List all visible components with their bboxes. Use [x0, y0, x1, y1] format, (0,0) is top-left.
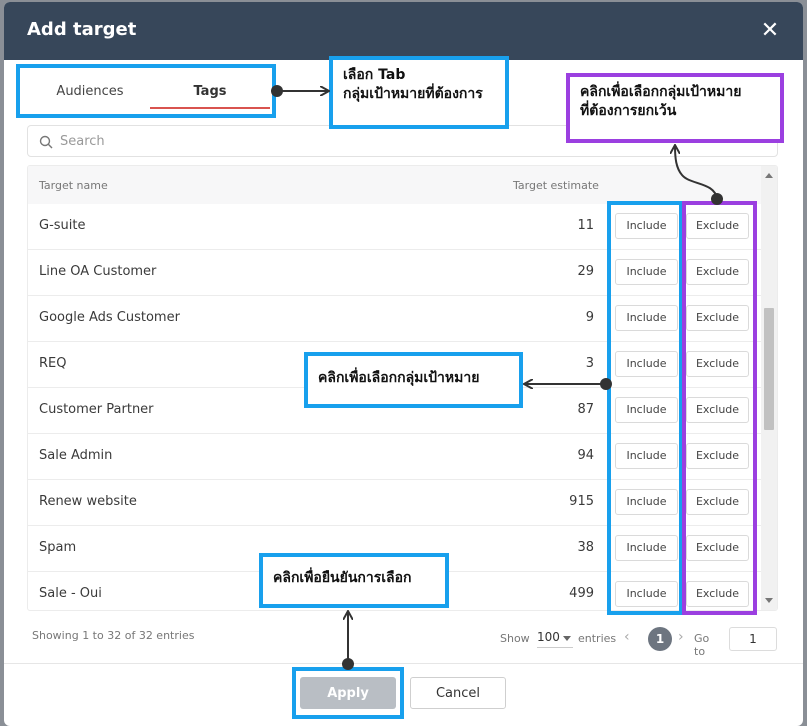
scrollbar-thumb[interactable] — [764, 308, 774, 430]
show-label: Show — [500, 632, 530, 645]
prev-page-icon[interactable]: ‹ — [624, 629, 630, 645]
table-row: Renew website 915 Include Exclude — [28, 480, 763, 526]
scroll-down-icon[interactable] — [765, 598, 773, 603]
close-icon[interactable]: ✕ — [760, 18, 780, 43]
target-name: Line OA Customer — [39, 264, 157, 279]
include-button[interactable]: Include — [615, 397, 678, 423]
footer-divider — [4, 663, 803, 664]
exclude-button[interactable]: Exclude — [686, 489, 749, 515]
table-header: Target name Target estimate — [28, 166, 763, 204]
include-button[interactable]: Include — [615, 489, 678, 515]
exclude-button[interactable]: Exclude — [686, 397, 749, 423]
exclude-button[interactable]: Exclude — [686, 305, 749, 331]
target-name: Sale - Oui — [39, 586, 102, 601]
table-row: G-suite 11 Include Exclude — [28, 204, 763, 250]
next-page-icon[interactable]: › — [678, 629, 684, 645]
column-target-name: Target name — [39, 179, 108, 192]
target-name: REQ — [39, 356, 67, 371]
chevron-down-icon — [563, 636, 571, 641]
table-row: Customer Partner 87 Include Exclude — [28, 388, 763, 434]
table-row: Line OA Customer 29 Include Exclude — [28, 250, 763, 296]
table-row: Sale - Oui 499 Include Exclude — [28, 572, 763, 610]
include-button[interactable]: Include — [615, 581, 678, 607]
target-name: Sale Admin — [39, 448, 113, 463]
target-estimate: 499 — [569, 586, 594, 601]
include-callout: คลิกเพื่อเลือกกลุ่มเป้าหมาย — [304, 352, 523, 408]
exclude-button[interactable]: Exclude — [686, 581, 749, 607]
scroll-up-icon[interactable] — [765, 173, 773, 178]
search-icon — [39, 135, 53, 149]
exclude-button[interactable]: Exclude — [686, 535, 749, 561]
table-row: Sale Admin 94 Include Exclude — [28, 434, 763, 480]
active-tab-underline — [150, 107, 270, 109]
target-name: Renew website — [39, 494, 137, 509]
target-name: G-suite — [39, 218, 86, 233]
entries-info: Showing 1 to 32 of 32 entries — [32, 629, 195, 642]
target-name: Spam — [39, 540, 77, 555]
target-estimate: 29 — [577, 264, 594, 279]
include-button[interactable]: Include — [615, 443, 678, 469]
include-button[interactable]: Include — [615, 259, 678, 285]
exclude-callout-line2: ที่ต้องการยกเว้น — [580, 103, 677, 119]
entries-label: entries — [578, 632, 617, 645]
table-scrollbar[interactable] — [761, 166, 777, 610]
goto-label: Go to — [694, 632, 710, 658]
tab-callout-line2: กลุ่มเป้าหมายที่ต้องการ — [343, 86, 483, 102]
include-button[interactable]: Include — [615, 351, 678, 377]
exclude-button[interactable]: Exclude — [686, 259, 749, 285]
exclude-callout-line1: คลิกเพื่อเลือกกลุ่มเป้าหมาย — [580, 84, 742, 100]
column-target-estimate: Target estimate — [513, 179, 599, 192]
exclude-callout: คลิกเพื่อเลือกกลุ่มเป้าหมาย ที่ต้องการยก… — [566, 73, 784, 143]
page-button-current[interactable]: 1 — [648, 627, 672, 651]
table-row: Google Ads Customer 9 Include Exclude — [28, 296, 763, 342]
tab-audiences[interactable]: Audiences — [56, 84, 124, 99]
target-estimate: 9 — [585, 310, 594, 325]
tab-callout-line1: เลือก Tab — [343, 67, 406, 83]
modal-title: Add target — [27, 19, 137, 40]
target-name: Customer Partner — [39, 402, 154, 417]
tab-tags[interactable]: Tags — [150, 66, 270, 118]
target-estimate: 915 — [569, 494, 594, 509]
page-size-value: 100 — [537, 630, 560, 644]
goto-page-input[interactable] — [729, 627, 777, 651]
page-size-select[interactable]: 100 — [537, 628, 573, 648]
target-estimate: 38 — [577, 540, 594, 555]
include-button[interactable]: Include — [615, 305, 678, 331]
include-button[interactable]: Include — [615, 535, 678, 561]
exclude-button[interactable]: Exclude — [686, 213, 749, 239]
target-estimate: 94 — [577, 448, 594, 463]
include-callout-text: คลิกเพื่อเลือกกลุ่มเป้าหมาย — [318, 370, 480, 386]
table-row: Spam 38 Include Exclude — [28, 526, 763, 572]
target-estimate: 87 — [577, 402, 594, 417]
tab-callout: เลือก Tab กลุ่มเป้าหมายที่ต้องการ — [329, 56, 509, 129]
exclude-button[interactable]: Exclude — [686, 443, 749, 469]
modal-header: Add target ✕ — [4, 2, 803, 60]
apply-callout: คลิกเพื่อยืนยันการเลือก — [259, 553, 449, 608]
tab-tags-label: Tags — [193, 84, 227, 99]
cancel-button[interactable]: Cancel — [410, 677, 506, 709]
target-estimate: 11 — [577, 218, 594, 233]
target-estimate: 3 — [585, 356, 594, 371]
include-button[interactable]: Include — [615, 213, 678, 239]
target-name: Google Ads Customer — [39, 310, 180, 325]
apply-button[interactable]: Apply — [300, 677, 396, 709]
tab-bar: Audiences Tags — [20, 66, 276, 118]
exclude-button[interactable]: Exclude — [686, 351, 749, 377]
apply-callout-text: คลิกเพื่อยืนยันการเลือก — [273, 570, 412, 586]
